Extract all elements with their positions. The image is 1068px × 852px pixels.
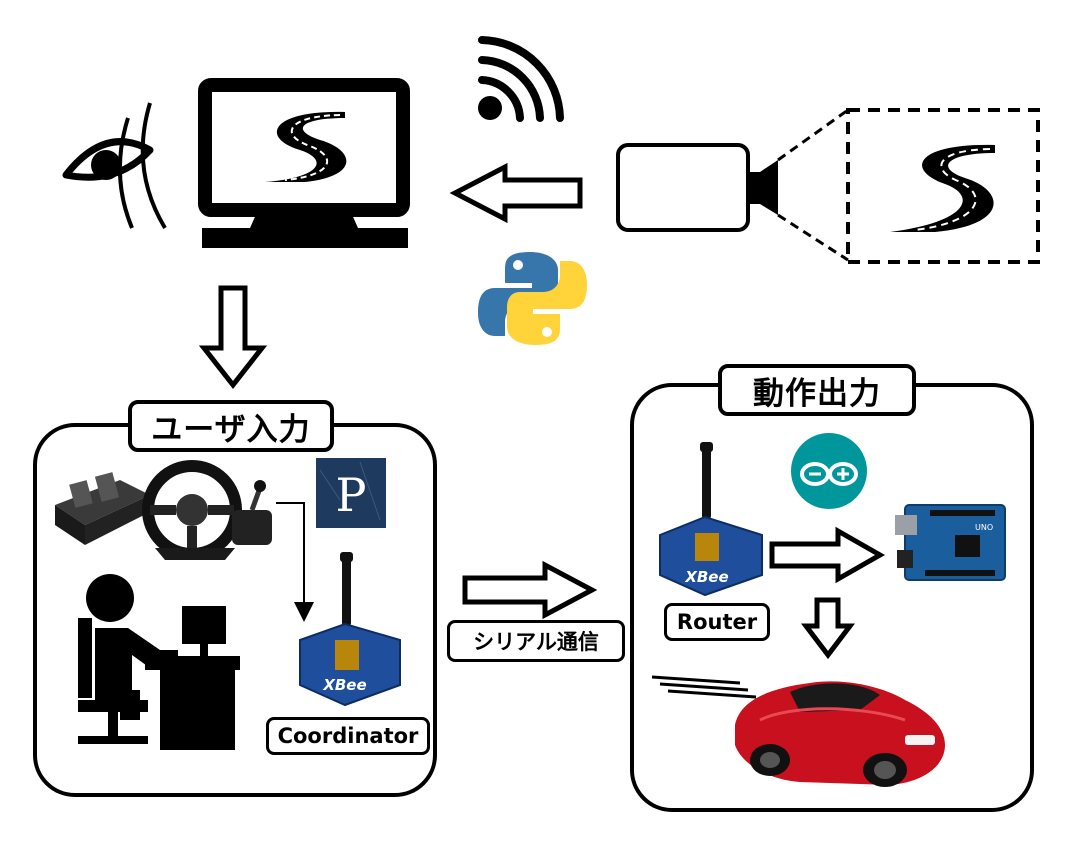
user-input-title: ユーザ入力: [128, 400, 334, 452]
p-app-icon: P: [316, 458, 386, 528]
python-logo: [478, 252, 587, 345]
person-at-desk-icon: [78, 574, 240, 750]
svg-text:UNO: UNO: [975, 523, 993, 532]
arduino-logo: [791, 433, 867, 509]
camera-icon: [616, 143, 778, 232]
rc-car: [735, 681, 945, 787]
arrow-monitor-to-input: [198, 285, 268, 390]
xbee-module: XBee: [659, 442, 763, 597]
router-label: Router: [664, 603, 770, 641]
xbee-brand-label: XBee: [684, 568, 728, 586]
camera-view: [777, 108, 1040, 264]
pedals-icon: [55, 472, 150, 545]
road-icon: [265, 111, 347, 182]
arrow-to-car: [800, 597, 856, 660]
wifi-icon: [478, 36, 564, 122]
eye-icon: [62, 102, 167, 230]
arrow-wheel-to-coordinator: [276, 502, 314, 622]
monitor-icon: [198, 78, 410, 248]
xbee-module: XBee: [299, 552, 401, 707]
arrow-serial-communication: [462, 560, 598, 620]
steering-wheel-icon: [142, 460, 272, 560]
serial-communication-label: シリアル通信: [447, 620, 625, 662]
arrow-router-to-board: [769, 526, 886, 584]
p-app-letter: P: [336, 468, 367, 522]
action-output-title: 動作出力: [718, 364, 916, 416]
speed-lines: [651, 675, 757, 699]
xbee-brand-label: XBee: [322, 676, 366, 694]
arduino-uno-board: UNO: [895, 504, 1006, 581]
coordinator-label: Coordinator: [266, 717, 430, 755]
road-icon: [890, 144, 995, 232]
arrow-camera-to-monitor: [449, 162, 583, 224]
